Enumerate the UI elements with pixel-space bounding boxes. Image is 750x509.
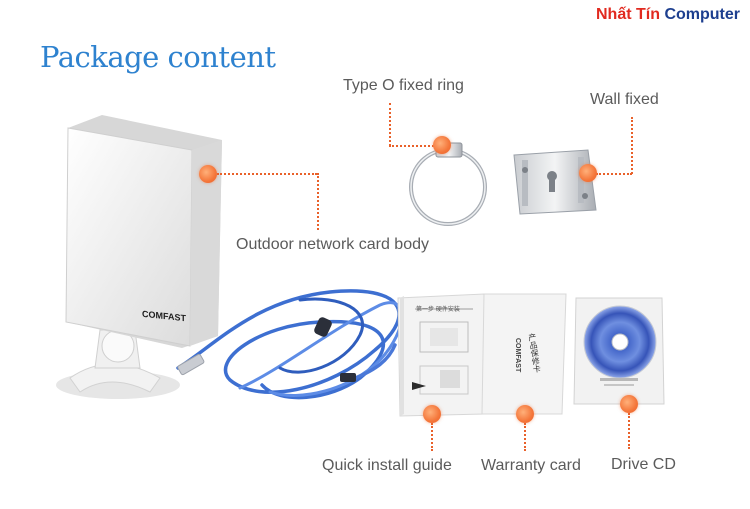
callout-line-wall-h	[596, 173, 632, 175]
callout-line-ring-h	[389, 145, 437, 147]
callout-line-ring-v	[389, 103, 391, 146]
callout-dot-guide	[423, 405, 441, 423]
label-outdoor-body: Outdoor network card body	[236, 236, 429, 253]
warranty-card-brand: COMFAST	[514, 338, 521, 373]
quick-install-guide-booklet	[397, 293, 485, 417]
callout-line-wall-v	[631, 117, 633, 174]
callout-line-body-v	[317, 173, 319, 230]
brand-logo: Nhất Tín Computer	[596, 6, 740, 24]
brand-name-part1: Nhất Tín	[595, 6, 660, 23]
page-title: Package content	[40, 40, 276, 74]
callout-dot-warranty	[516, 405, 534, 423]
callout-line-warranty	[524, 423, 526, 451]
guide-heading-text: 第一步 硬件安装	[416, 306, 460, 313]
o-ring-clamp	[409, 142, 487, 226]
usb-cable	[176, 289, 404, 400]
label-wall-fixed: Wall fixed	[590, 91, 659, 108]
callout-line-cd	[628, 413, 630, 449]
callout-line-body-h	[217, 173, 317, 175]
callout-dot-ring	[433, 136, 451, 154]
callout-line-guide	[431, 423, 433, 451]
callout-dot-body	[199, 165, 217, 183]
wall-bracket	[513, 149, 597, 215]
brand-name-part2: Computer	[664, 6, 740, 23]
label-warranty-card: Warranty card	[481, 457, 581, 474]
callout-dot-cd	[620, 395, 638, 413]
label-quick-install-guide: Quick install guide	[322, 457, 452, 474]
antenna-panel	[65, 115, 222, 348]
driver-cd	[573, 297, 665, 405]
callout-dot-wall	[579, 164, 597, 182]
warranty-card	[481, 293, 567, 415]
label-drive-cd: Drive CD	[611, 456, 676, 473]
label-type-o-ring: Type O fixed ring	[343, 77, 464, 94]
